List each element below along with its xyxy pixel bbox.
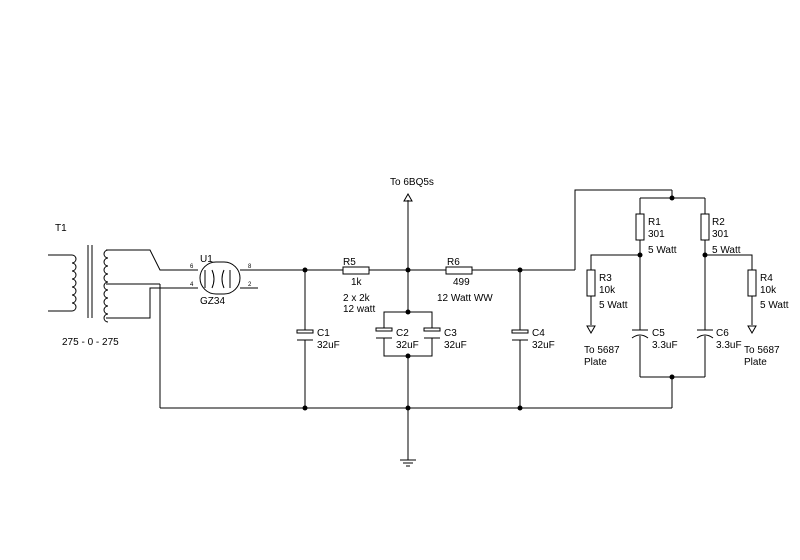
r4-power: 5 Watt <box>760 300 789 311</box>
r1-value: 301 <box>648 229 665 240</box>
r1-ref: R1 <box>648 217 661 228</box>
c5-value: 3.3uF <box>652 340 678 351</box>
r2-power: 5 Watt <box>712 245 741 256</box>
t1-value: 275 - 0 - 275 <box>62 337 119 348</box>
u1-pin-2: 2 <box>248 282 252 288</box>
capacitor-c1 <box>296 329 314 341</box>
capacitor-c4 <box>511 329 529 341</box>
r1-power: 5 Watt <box>648 245 677 256</box>
r5-value: 1k <box>351 277 363 288</box>
u1-pin-8: 8 <box>248 264 252 270</box>
c2-value: 32uF <box>396 340 419 351</box>
output-label: To 6BQ5s <box>390 177 434 188</box>
resistor-r3 <box>586 269 596 297</box>
rectifier-u1: U1 GZ34 6 4 8 2 <box>190 254 258 307</box>
r4-value: 10k <box>760 285 777 296</box>
plate-right-line2: Plate <box>744 357 767 368</box>
r3-value: 10k <box>599 285 616 296</box>
u1-part: GZ34 <box>200 296 225 307</box>
u1-pin-4: 4 <box>190 282 194 288</box>
resistor-r5 <box>342 266 370 275</box>
capacitor-c3 <box>423 327 441 339</box>
c4-value: 32uF <box>532 340 555 351</box>
r6-value: 499 <box>453 277 470 288</box>
plate-left-line1: To 5687 <box>584 345 620 356</box>
resistor-r2 <box>700 213 710 241</box>
r2-value: 301 <box>712 229 729 240</box>
transformer-t1: T1 275 - 0 - 275 <box>48 223 119 348</box>
plate-right-line1: To 5687 <box>744 345 780 356</box>
c1-ref: C1 <box>317 328 330 339</box>
r5-note2: 12 watt <box>343 304 375 315</box>
c6-value: 3.3uF <box>716 340 742 351</box>
c3-ref: C3 <box>444 328 457 339</box>
r3-power: 5 Watt <box>599 300 628 311</box>
resistor-r1 <box>635 213 645 241</box>
u1-pin-6: 6 <box>190 264 194 270</box>
resistor-r4 <box>747 269 757 297</box>
r3-ref: R3 <box>599 273 612 284</box>
c4-ref: C4 <box>532 328 545 339</box>
capacitor-c2 <box>375 327 393 339</box>
r6-note: 12 Watt WW <box>437 293 493 304</box>
resistor-r6 <box>445 266 473 275</box>
r5-ref: R5 <box>343 257 356 268</box>
r2-ref: R2 <box>712 217 725 228</box>
plate-left-line2: Plate <box>584 357 607 368</box>
t1-ref: T1 <box>55 223 67 234</box>
r4-ref: R4 <box>760 273 773 284</box>
c3-value: 32uF <box>444 340 467 351</box>
junction-dots <box>302 195 708 411</box>
c1-value: 32uF <box>317 340 340 351</box>
c2-ref: C2 <box>396 328 409 339</box>
c6-ref: C6 <box>716 328 729 339</box>
c5-ref: C5 <box>652 328 665 339</box>
u1-ref: U1 <box>200 254 213 265</box>
ground-symbol <box>400 459 416 467</box>
r5-note1: 2 x 2k <box>343 293 371 304</box>
r6-ref: R6 <box>447 257 460 268</box>
